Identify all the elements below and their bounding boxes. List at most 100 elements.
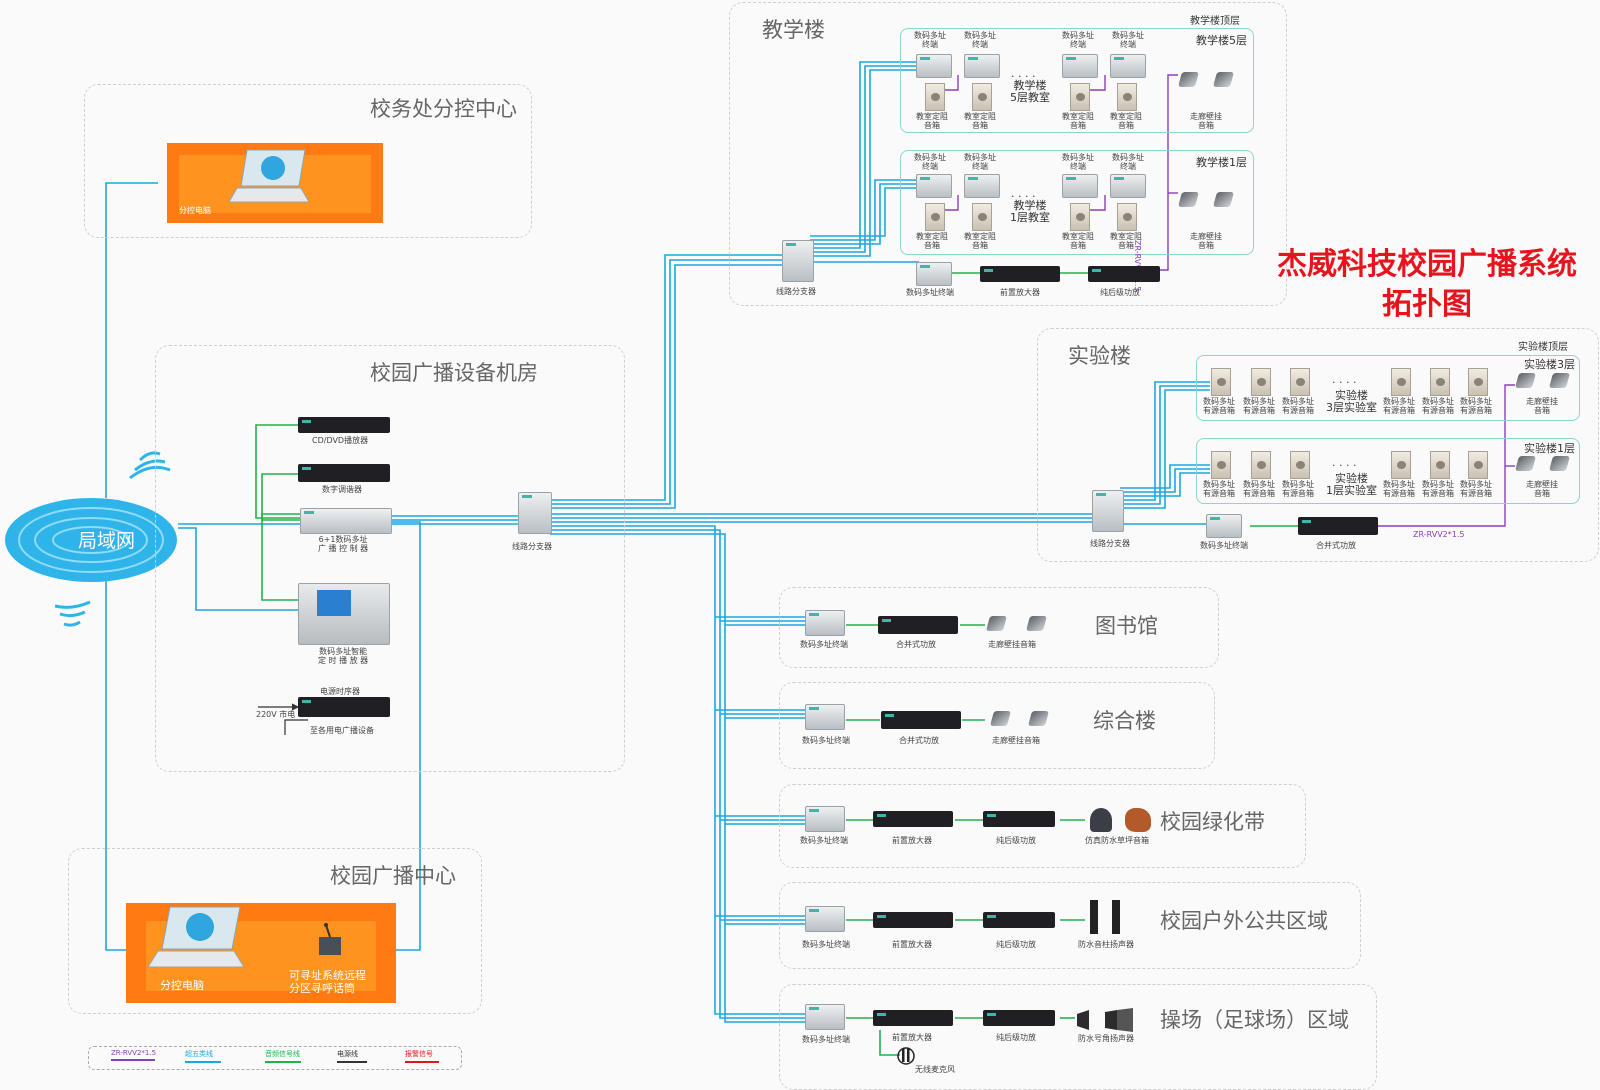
complex-amp[interactable] xyxy=(881,711,961,729)
library-speaker-label: 走廊壁挂音箱 xyxy=(988,640,1036,649)
teaching-splitter[interactable] xyxy=(782,240,814,282)
wifi-signal-icon xyxy=(129,451,171,480)
diagram-title: 杰威科技校园广播系统 拓扑图 xyxy=(1262,245,1592,325)
playground-terminal[interactable] xyxy=(805,1004,845,1030)
lab1-active-speaker[interactable] xyxy=(1290,451,1310,479)
lab3-corridor-label: 走廊壁挂 音箱 xyxy=(1526,397,1558,415)
f1-terminal[interactable] xyxy=(964,174,1000,198)
f1-term-label: 数码多址 终端 xyxy=(1062,153,1094,171)
lab1-active-speaker[interactable] xyxy=(1391,451,1411,479)
lab-splitter[interactable] xyxy=(1092,490,1124,532)
lab3-active-speaker[interactable] xyxy=(1211,368,1231,396)
lab-building-title: 实验楼 xyxy=(1068,344,1131,368)
power-sequencer[interactable] xyxy=(298,697,390,717)
greenbelt-power-amp[interactable] xyxy=(983,811,1055,827)
greenbelt-power-amp-label: 纯后级功放 xyxy=(996,836,1036,845)
lawn-speaker-icon xyxy=(1090,808,1112,832)
lab3-spk-label: 数码多址 有源音箱 xyxy=(1383,397,1415,415)
teaching-floor1 xyxy=(900,150,1254,255)
wifi-signal-icon-2 xyxy=(54,600,91,627)
lab-terminal[interactable] xyxy=(1206,514,1242,538)
library-amp[interactable] xyxy=(878,616,958,634)
lab1-active-speaker[interactable] xyxy=(1430,451,1450,479)
outdoor-speaker-label: 防水音柱扬声器 xyxy=(1078,940,1134,949)
lab1-active-speaker[interactable] xyxy=(1468,451,1488,479)
f5-term-label: 数码多址 终端 xyxy=(964,31,996,49)
tuner-label: 数字调谐器 xyxy=(322,485,362,494)
playground-power-amp[interactable] xyxy=(983,1010,1055,1026)
cd-player[interactable] xyxy=(298,417,390,433)
teaching-preamp-label: 前置放大器 xyxy=(1000,288,1040,297)
f1-speaker xyxy=(1070,203,1090,231)
playground-preamp[interactable] xyxy=(873,1010,953,1026)
outdoor-title: 校园户外公共区域 xyxy=(1160,909,1328,933)
greenbelt-terminal[interactable] xyxy=(805,806,845,832)
teaching-power-amp[interactable] xyxy=(1088,266,1160,282)
outdoor-preamp-label: 前置放大器 xyxy=(892,940,932,949)
f1-terminal[interactable] xyxy=(1110,174,1146,198)
lab3-spk-label: 数码多址 有源音箱 xyxy=(1243,397,1275,415)
complex-speaker-label: 走廊壁挂音箱 xyxy=(992,736,1040,745)
lab3-dots: · · · · xyxy=(1332,376,1357,389)
laptop-icon xyxy=(148,906,244,968)
teaching-preamp[interactable] xyxy=(980,266,1060,282)
tuner[interactable] xyxy=(298,464,390,482)
broadcast-controller[interactable] xyxy=(300,508,392,534)
lab3-active-speaker[interactable] xyxy=(1251,368,1271,396)
lab3-active-speaker[interactable] xyxy=(1430,368,1450,396)
legend-item: ZR-RVV2*1.5 xyxy=(111,1049,156,1061)
outdoor-preamp[interactable] xyxy=(873,912,953,928)
lab3-room-label: 实验楼 3层实验室 xyxy=(1326,389,1377,414)
lab3-spk-label: 数码多址 有源音箱 xyxy=(1282,397,1314,415)
lab1-dots: · · · · xyxy=(1332,459,1357,472)
f5-terminal[interactable] xyxy=(916,54,952,78)
outdoor-power-amp[interactable] xyxy=(983,912,1055,928)
lab-floor1-label: 实验楼1层 xyxy=(1524,442,1575,455)
timer-player[interactable] xyxy=(298,583,390,645)
lab3-active-speaker[interactable] xyxy=(1290,368,1310,396)
lab-floor3-label: 实验楼3层 xyxy=(1524,358,1575,371)
f1-terminal[interactable] xyxy=(916,174,952,198)
greenbelt-preamp[interactable] xyxy=(873,811,953,827)
legend-item: 音频信号线 xyxy=(265,1049,301,1063)
lab-terminal-label: 数码多址终端 xyxy=(1200,541,1248,550)
legend-item: 电源线 xyxy=(337,1049,367,1063)
paging-mic-icon xyxy=(319,923,341,955)
teaching-power-amp-label: 纯后级功放 xyxy=(1100,288,1140,297)
outdoor-zone xyxy=(779,882,1361,969)
teaching-bottom-terminal[interactable] xyxy=(916,262,952,286)
f1-spk-label: 教室定阻 音箱 xyxy=(1062,232,1094,250)
f5-speaker xyxy=(1070,83,1090,111)
lab3-spk-label: 数码多址 有源音箱 xyxy=(1460,397,1492,415)
lab1-spk-label: 数码多址 有源音箱 xyxy=(1282,480,1314,498)
playground-speaker-label: 防水号角扬声器 xyxy=(1078,1034,1134,1043)
legend-label: ZR-RVV2*1.5 xyxy=(111,1049,157,1057)
f5-speaker xyxy=(1117,83,1137,111)
f5-terminal[interactable] xyxy=(964,54,1000,78)
library-terminal[interactable] xyxy=(805,610,845,636)
lab3-active-speaker[interactable] xyxy=(1391,368,1411,396)
lab-mixer-amp[interactable] xyxy=(1298,517,1378,535)
f5-term-label: 数码多址 终端 xyxy=(1062,31,1094,49)
rock-speaker-icon xyxy=(1125,808,1151,832)
lab3-spk-label: 数码多址 有源音箱 xyxy=(1422,397,1454,415)
teaching-floor5 xyxy=(900,28,1254,133)
laptop-icon xyxy=(229,149,309,203)
lab3-active-speaker[interactable] xyxy=(1468,368,1488,396)
lab1-active-speaker[interactable] xyxy=(1251,451,1271,479)
f5-terminal[interactable] xyxy=(1110,54,1146,78)
main-line-splitter[interactable] xyxy=(518,492,552,534)
playground-power-amp-label: 纯后级功放 xyxy=(996,1033,1036,1042)
f1-terminal[interactable] xyxy=(1062,174,1098,198)
outdoor-terminal[interactable] xyxy=(805,906,845,932)
legend-label: 电源线 xyxy=(337,1050,358,1058)
f5-terminal[interactable] xyxy=(1062,54,1098,78)
f5-spk-label: 教室定阻 音箱 xyxy=(1062,112,1094,130)
legend: ZR-RVV2*1.5 超五类线 音频信号线 电源线 报警信号 xyxy=(88,1046,462,1070)
teaching-splitter-label: 线路分支器 xyxy=(776,287,816,296)
playground-title: 操场（足球场）区域 xyxy=(1160,1008,1349,1032)
lab-rvv-label: ZR-RVV2*1.5 xyxy=(1413,530,1465,539)
timer-player-label: 数码多址智能 定 时 播 放 器 xyxy=(318,647,369,665)
complex-terminal[interactable] xyxy=(805,704,845,730)
lab1-active-speaker[interactable] xyxy=(1211,451,1231,479)
